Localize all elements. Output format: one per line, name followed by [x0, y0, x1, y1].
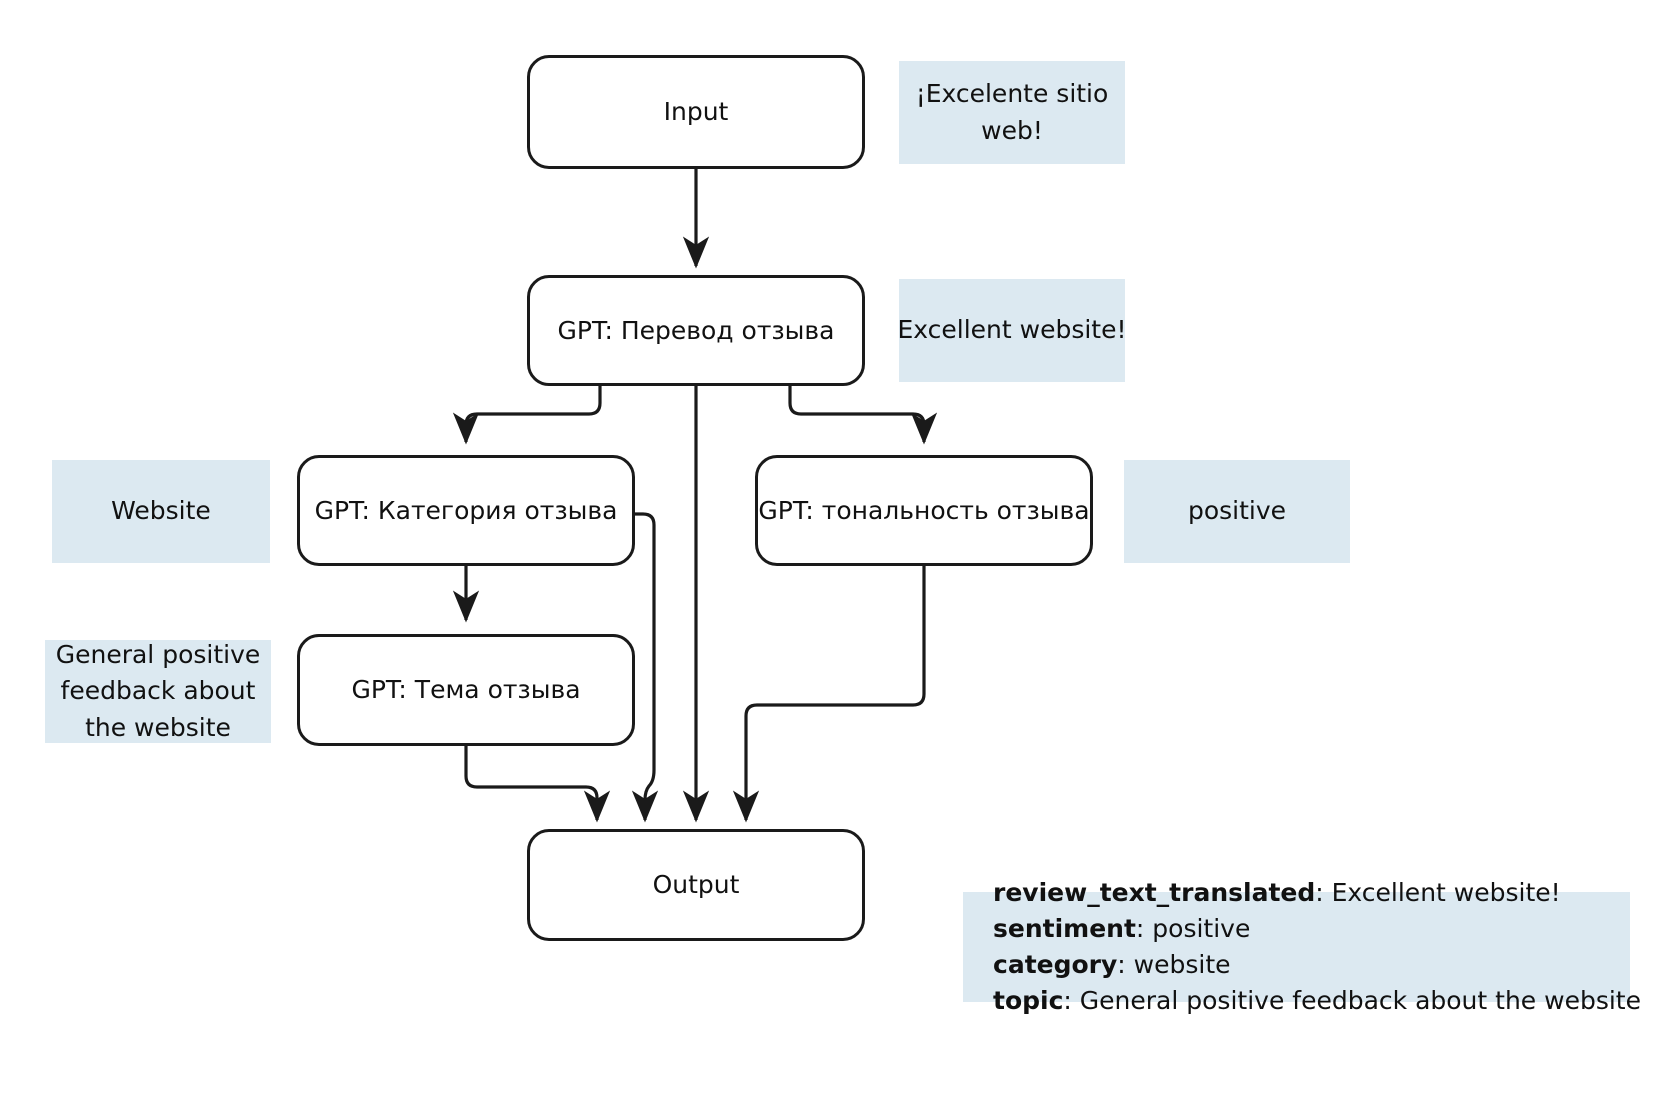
output-row-sentiment: sentiment: positive: [993, 913, 1251, 943]
edge-topic-to-output: [464, 746, 611, 823]
node-input[interactable]: Input: [527, 55, 865, 169]
node-input-label: Input: [663, 97, 729, 127]
node-gpt-sentiment[interactable]: GPT: тональность отзыва: [755, 455, 1093, 566]
note-input-sample: ¡Excelente sitio web!: [899, 61, 1125, 164]
node-gpt-translate-label: GPT: Перевод отзыва: [557, 315, 835, 345]
node-gpt-sentiment-label: GPT: тональность отзыва: [758, 495, 1090, 525]
node-gpt-topic[interactable]: GPT: Тема отзыва: [297, 634, 635, 746]
node-gpt-translate[interactable]: GPT: Перевод отзыва: [527, 275, 865, 386]
node-gpt-category-label: GPT: Категория отзыва: [314, 495, 618, 525]
note-input-sample-text: ¡Excelente sitio web!: [915, 79, 1109, 145]
note-category-result-text: Website: [111, 496, 211, 526]
note-output-result: review_text_translated: Excellent websit…: [963, 878, 1641, 1015]
note-category-result: Website: [52, 460, 270, 563]
output-row-topic: topic: General positive feedback about t…: [993, 986, 1641, 1016]
output-row-review-text-translated: review_text_translated: Excellent websit…: [993, 877, 1561, 907]
note-topic-result: General positive feedback about the webs…: [45, 640, 271, 743]
note-translate-result-text: Excellent website!: [897, 315, 1127, 345]
note-translate-result: Excellent website!: [897, 279, 1127, 382]
edge-sentiment-to-output: [732, 566, 926, 823]
edge-translate-to-category: [452, 386, 602, 445]
node-output-label: Output: [652, 870, 740, 900]
edge-translate-to-sentiment: [788, 386, 938, 445]
note-sentiment-result: positive: [1124, 460, 1350, 563]
node-output[interactable]: Output: [527, 829, 865, 941]
note-output-result-text: review_text_translated: Excellent websit…: [993, 875, 1641, 1020]
note-topic-result-text: General positive feedback about the webs…: [55, 640, 261, 742]
output-row-category: category: website: [993, 950, 1231, 979]
node-gpt-topic-label: GPT: Тема отзыва: [351, 675, 581, 705]
node-gpt-category[interactable]: GPT: Категория отзыва: [297, 455, 635, 566]
note-sentiment-result-text: positive: [1187, 496, 1287, 526]
edge-category-to-output: [631, 512, 659, 823]
